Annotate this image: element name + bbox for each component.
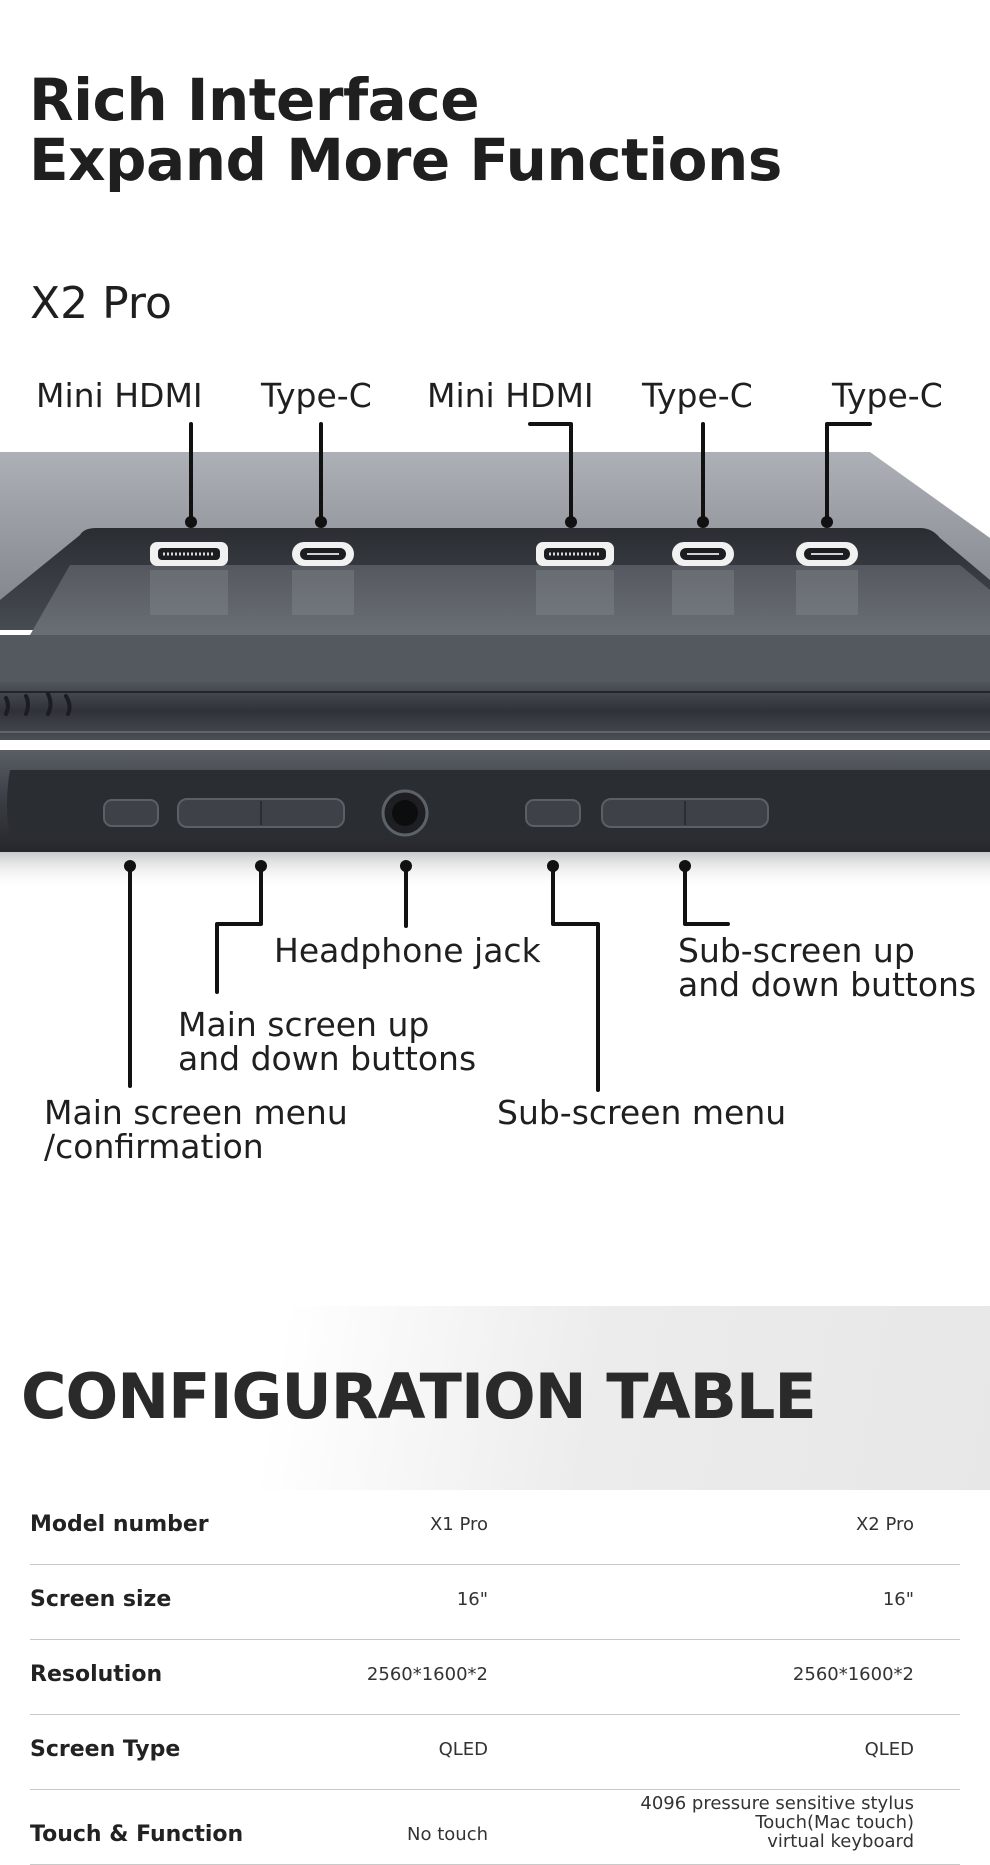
reflection	[292, 570, 354, 615]
row-label: Model number	[30, 1512, 209, 1537]
hinge-marks	[4, 692, 72, 716]
reflection	[796, 570, 858, 615]
headline-line-1: Rich Interface	[29, 66, 480, 134]
port-mini-hdmi-1	[150, 542, 228, 566]
port-label-type-c-2: Type-C	[642, 376, 753, 415]
table-row: Screen size 16" 16"	[30, 1565, 960, 1640]
reflection	[536, 570, 614, 615]
port-mini-hdmi-2	[536, 542, 614, 566]
headline-line-2: Expand More Functions	[29, 126, 782, 194]
x2-value: 16"	[882, 1589, 914, 1610]
port-type-c-3	[796, 542, 858, 566]
table-row: Resolution 2560*1600*2 2560*1600*2	[30, 1640, 960, 1715]
sub-menu-button	[525, 799, 581, 827]
label-main-screen-menu: Main screen menu /confirmation	[44, 1093, 348, 1166]
label-sub-screen-updown: Sub-screen up and down buttons	[678, 931, 977, 1004]
port-label-type-c-3: Type-C	[832, 376, 943, 415]
main-menu-button	[103, 799, 159, 827]
port-type-c-2	[672, 542, 734, 566]
label-main-screen-updown: Main screen up and down buttons	[178, 1005, 477, 1078]
port-type-c-1	[292, 542, 354, 566]
port-label-type-c-1: Type-C	[261, 376, 372, 415]
config-header-band	[0, 1306, 990, 1490]
label-headphone-jack: Headphone jack	[274, 931, 541, 970]
row-label: Screen size	[30, 1587, 172, 1612]
x2-value: QLED	[864, 1739, 914, 1760]
x1-value: QLED	[438, 1739, 488, 1760]
row-label: Resolution	[30, 1662, 163, 1687]
x2-value: 4096 pressure sensitive stylus Touch(Mac…	[640, 1793, 914, 1852]
x2-value: 2560*1600*2	[792, 1664, 914, 1685]
x1-value: X1 Pro	[429, 1514, 488, 1535]
table-row: Model number X1 Pro X2 Pro	[30, 1490, 960, 1565]
port-label-mini-hdmi-2: Mini HDMI	[427, 376, 594, 415]
x2-value: X2 Pro	[855, 1514, 914, 1535]
device-illustration	[0, 452, 990, 890]
table-row: Touch & Function No touch 4096 pressure …	[30, 1790, 960, 1865]
x1-value: No touch	[407, 1824, 488, 1845]
page-headline: Rich Interface Expand More Functions	[29, 70, 782, 190]
row-label: Screen Type	[30, 1737, 181, 1762]
port-label-mini-hdmi-1: Mini HDMI	[36, 376, 203, 415]
model-title: X2 Pro	[30, 278, 172, 329]
reflection	[150, 570, 228, 615]
config-table-title: CONFIGURATION TABLE	[21, 1360, 817, 1433]
row-label: Touch & Function	[30, 1822, 244, 1847]
x1-value: 2560*1600*2	[366, 1664, 488, 1685]
device-inner-tray	[30, 565, 990, 635]
table-row: Screen Type QLED QLED	[30, 1715, 960, 1790]
label-sub-screen-menu: Sub-screen menu	[497, 1093, 787, 1132]
reflection	[672, 570, 734, 615]
x1-value: 16"	[456, 1589, 488, 1610]
config-table: Model number X1 Pro X2 Pro Screen size 1…	[30, 1490, 960, 1865]
